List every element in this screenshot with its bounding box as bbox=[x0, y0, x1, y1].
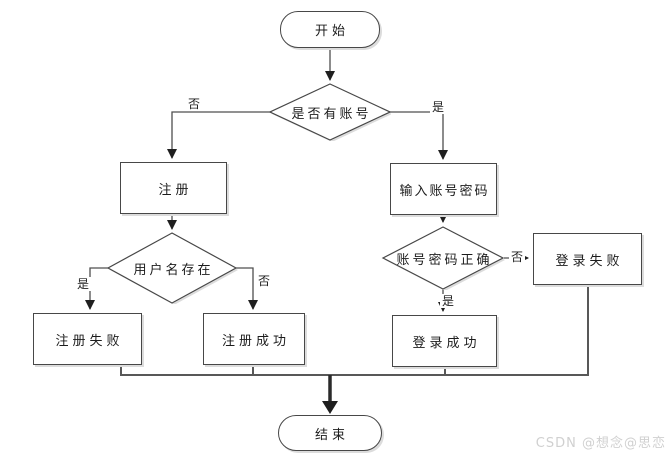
branch-label-has-account-yes: 是 bbox=[430, 100, 447, 114]
edge-username-yes-to-register-fail bbox=[85, 267, 108, 310]
node-username-exists-label: 用户名存在 bbox=[133, 262, 214, 278]
diamond-shape bbox=[381, 226, 505, 290]
diamond-shape bbox=[106, 232, 238, 304]
edge-merge-rail bbox=[120, 283, 589, 376]
node-username-exists: 用户名存在 bbox=[106, 232, 238, 304]
node-start-label: 开始 bbox=[314, 24, 349, 39]
node-login-fail: 登录失败 bbox=[533, 233, 642, 285]
node-end: 结束 bbox=[278, 415, 382, 451]
diamond-shape bbox=[269, 83, 391, 141]
branch-label-username-yes: 是 bbox=[75, 277, 92, 291]
edge-has-account-yes-to-input bbox=[389, 111, 448, 160]
branch-label-username-no: 否 bbox=[256, 274, 273, 288]
edge-has-account-no-to-register bbox=[167, 111, 271, 159]
node-has-account: 是否有账号 bbox=[269, 83, 391, 141]
branch-label-credentials-yes: 是 bbox=[440, 294, 457, 308]
end-arrowhead bbox=[322, 401, 338, 414]
node-register-success: 注册成功 bbox=[203, 313, 305, 365]
node-has-account-label: 是否有账号 bbox=[291, 106, 372, 122]
branch-label-has-account-no: 否 bbox=[186, 97, 203, 111]
node-input-credentials-label: 输入账号密码 bbox=[399, 183, 490, 199]
node-register-label: 注册 bbox=[158, 182, 193, 198]
node-register-fail: 注册失败 bbox=[33, 313, 142, 365]
node-input-credentials: 输入账号密码 bbox=[390, 163, 497, 215]
node-credentials-correct-label: 账号密码正确 bbox=[396, 252, 493, 268]
watermark: CSDN @想念@思恋 bbox=[535, 436, 666, 451]
node-end-label: 结束 bbox=[314, 427, 349, 443]
node-credentials-correct: 账号密码正确 bbox=[381, 226, 505, 290]
node-register-fail-label: 注册失败 bbox=[55, 333, 124, 349]
node-login-success-label: 登录成功 bbox=[412, 335, 481, 351]
edge-username-no-to-register-success bbox=[236, 267, 258, 310]
node-register: 注册 bbox=[120, 162, 227, 214]
node-start: 开始 bbox=[280, 11, 380, 48]
node-login-fail-label: 登录失败 bbox=[555, 253, 624, 269]
branch-label-credentials-no: 否 bbox=[509, 250, 526, 264]
node-login-success: 登录成功 bbox=[392, 315, 497, 367]
node-register-success-label: 注册成功 bbox=[221, 333, 290, 349]
